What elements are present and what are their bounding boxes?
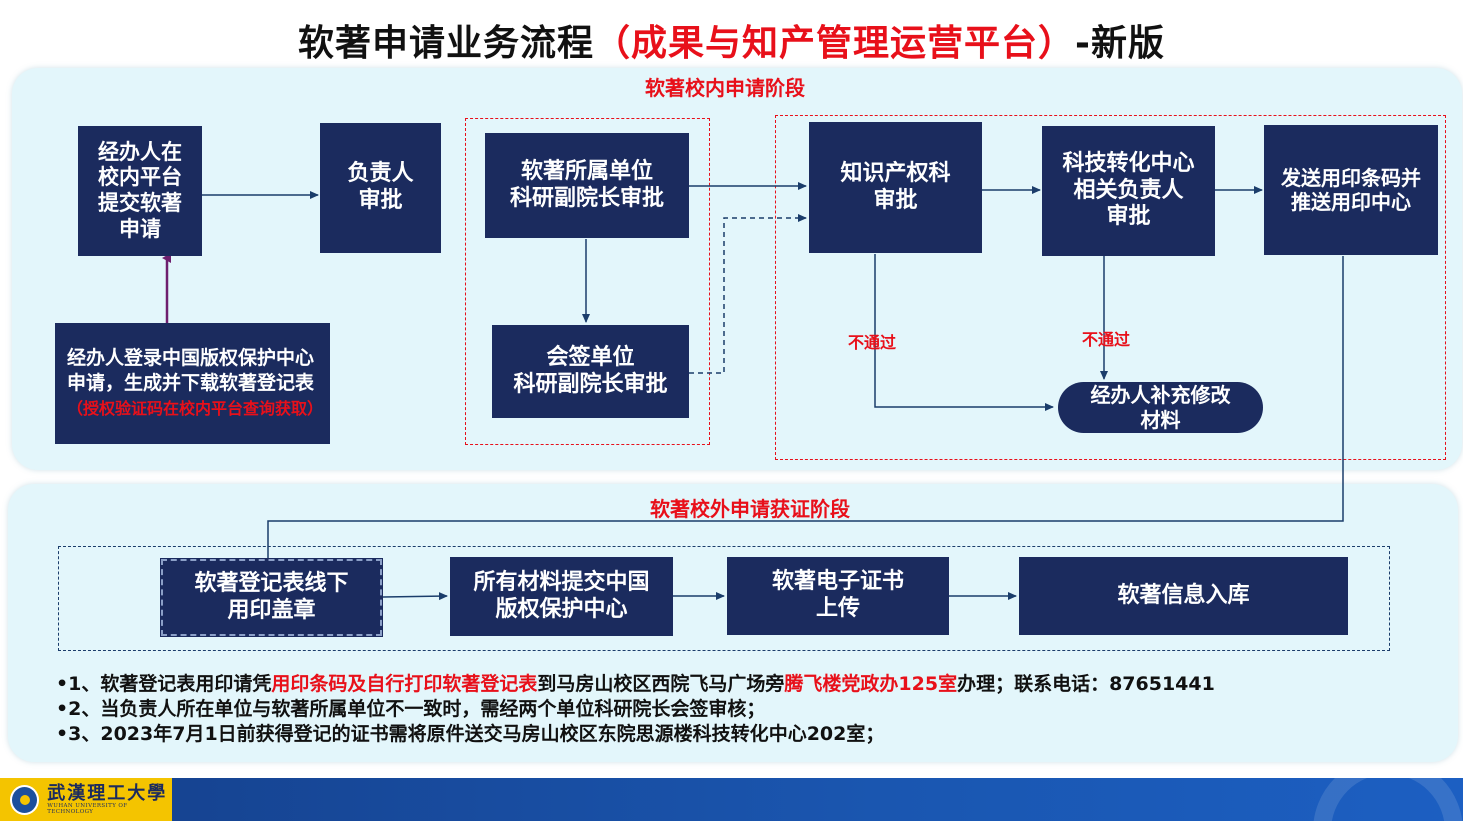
node-upload-certificate: 软著电子证书 上传 — [727, 557, 949, 635]
node-cosign-approval: 会签单位 科研副院长审批 — [492, 325, 689, 418]
note-2: •2、当负责人所在单位与软著所属单位不一致时，需经两个单位科研院长会签审核； — [56, 698, 766, 721]
external-stage-label: 软著校外申请获证阶段 — [650, 497, 850, 521]
note-1: •1、软著登记表用印请凭用印条码及自行打印软著登记表到马房山校区西院飞马广场旁腾… — [56, 673, 1215, 695]
node-ip-department: 知识产权科 审批 — [809, 122, 982, 253]
footer-watermark — [1303, 778, 1463, 821]
node-info-archive: 软著信息入库 — [1019, 557, 1348, 635]
login-main-text: 经办人登录中国版权保护中心申请，生成并下载软著登记表 — [67, 347, 315, 395]
node-submit-application: 经办人在 校内平台 提交软著 申请 — [78, 126, 202, 256]
page-title: 软著申请业务流程（成果与知产管理运营平台）-新版 — [298, 23, 1165, 64]
node-unit-approval: 软著所属单位 科研副院长审批 — [485, 133, 689, 238]
footer-bar — [0, 778, 1463, 821]
fail-label-ip: 不通过 — [848, 333, 897, 352]
logo-chinese-name: 武漢理工大學 — [47, 782, 168, 804]
node-send-barcode: 发送用印条码并 推送用印中心 — [1264, 125, 1438, 255]
node-supplement-materials: 经办人补充修改 材料 — [1058, 382, 1263, 433]
node-offline-stamp: 软著登记表线下 用印盖章 — [160, 558, 383, 637]
node-tech-transfer-center: 科技转化中心 相关负责人 审批 — [1042, 126, 1215, 256]
university-seal-icon — [10, 784, 40, 815]
logo-english-name: WUHAN UNIVERSITY OF TECHNOLOGY — [47, 803, 128, 816]
note-3: •3、2023年7月1日前获得登记的证书需将原件送交马房山校区东院思源楼科技转化… — [56, 723, 885, 746]
login-note-text: （授权验证码在校内平台查询获取） — [67, 398, 324, 418]
node-login-copyright-center: 经办人登录中国版权保护中心申请，生成并下载软著登记表 （授权验证码在校内平台查询获… — [55, 323, 330, 444]
fail-label-tech: 不通过 — [1082, 330, 1131, 349]
university-logo: 武漢理工大學 WUHAN UNIVERSITY OF TECHNOLOGY — [0, 778, 172, 821]
node-submit-all-materials: 所有材料提交中国 版权保护中心 — [450, 557, 673, 636]
notes-list: •1、软著登记表用印请凭用印条码及自行打印软著登记表到马房山校区西院飞马广场旁腾… — [56, 672, 1436, 747]
internal-stage-label: 软著校内申请阶段 — [645, 76, 805, 100]
node-leader-approval: 负责人 审批 — [320, 123, 441, 253]
